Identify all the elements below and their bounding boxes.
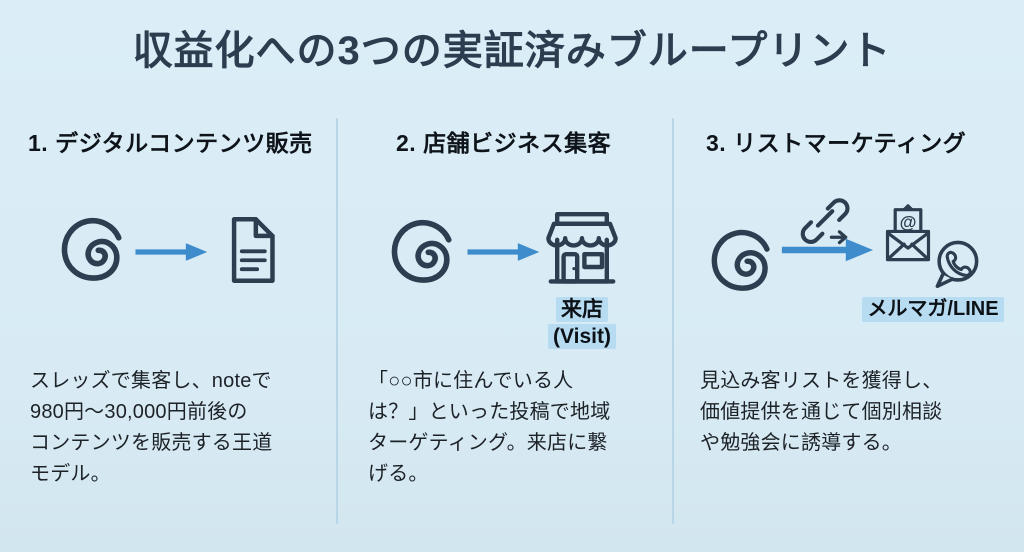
right-arrow-icon	[466, 239, 540, 265]
page-title: 収益化への3つの実証済みブループリント	[132, 29, 892, 73]
visit-label-jp: 来店	[556, 297, 608, 322]
column-divider-2	[672, 118, 674, 524]
column-heading-store-business: 2. 店舗ビジネス集客	[396, 130, 612, 156]
column-heading-digital-content: 1. デジタルコンテンツ販売	[28, 130, 313, 156]
right-arrow-icon	[134, 239, 208, 265]
right-arrow-icon	[780, 236, 874, 264]
threads-icon	[60, 206, 126, 292]
list-result-label: メルマガ/LINE	[848, 297, 1018, 322]
link-icon	[796, 196, 856, 248]
column-body-digital-content: スレッズで集客し、noteで 980円〜30,000円前後の コンテンツを販売す…	[30, 370, 273, 485]
visit-label-en: (Visit)	[548, 324, 616, 349]
column-body-store-business: 「○○市に住んでいる人 は？」といった投稿で地域 ターゲティング。来店に繋 げる…	[368, 370, 611, 485]
column-body-list-marketing: 見込み客リストを獲得し、 価値提供を通じて個別相談 や勉強会に誘導する。	[700, 370, 943, 454]
threads-icon	[710, 218, 774, 302]
svg-text:@: @	[900, 212, 917, 232]
threads-icon	[390, 208, 456, 294]
email-at-icon: @	[876, 204, 940, 264]
storefront-icon	[538, 206, 626, 296]
column-heading-list-marketing: 3. リストマーケティング	[706, 130, 967, 156]
column-divider-1	[336, 118, 338, 524]
mailmag-line-label: メルマガ/LINE	[862, 297, 1004, 322]
chat-phone-icon	[932, 238, 982, 288]
store-result-sublabel: (Visit)	[538, 324, 626, 349]
store-result-label: 来店	[538, 297, 626, 322]
document-icon	[220, 210, 284, 290]
